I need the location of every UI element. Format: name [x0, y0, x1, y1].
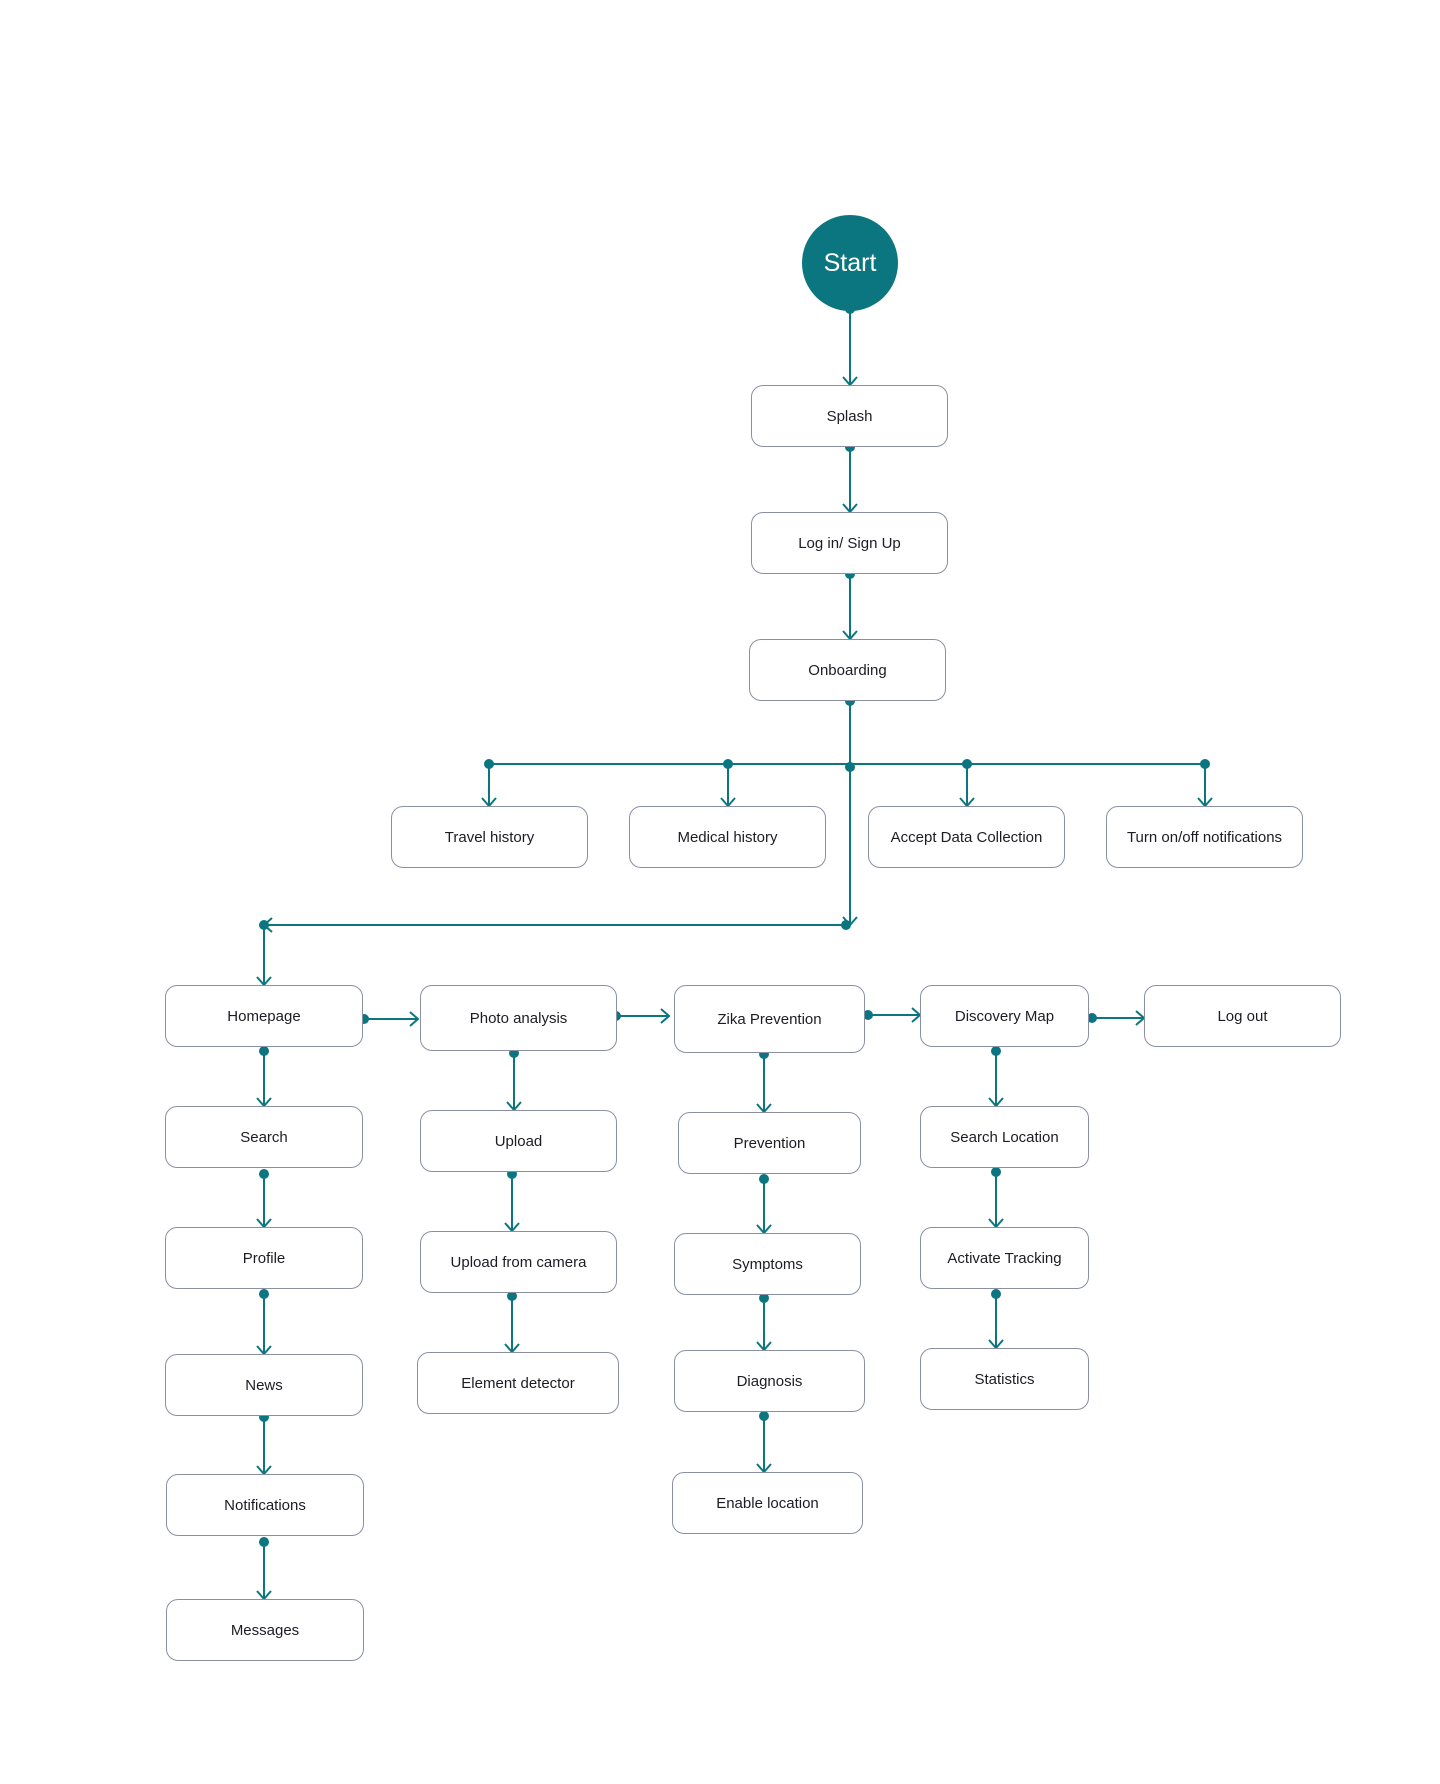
- start-label: Start: [823, 248, 877, 277]
- node-label: News: [245, 1376, 283, 1394]
- node-log-out: Log out: [1144, 985, 1341, 1047]
- arrow-head: [842, 916, 858, 927]
- node-label: Messages: [230, 1621, 300, 1639]
- node-label: Log out: [1217, 1007, 1268, 1025]
- start-node: Start: [802, 215, 898, 311]
- arrow-head: [660, 1008, 671, 1024]
- node-label: Enable location: [716, 1494, 819, 1512]
- node-activate-tracking: Activate Tracking: [920, 1227, 1089, 1289]
- node-label: Element detector: [461, 1374, 575, 1392]
- node-label: Upload: [494, 1132, 543, 1150]
- node-label: Upload from camera: [450, 1253, 587, 1271]
- node-label: Profile: [242, 1249, 286, 1267]
- node-search: Search: [165, 1106, 363, 1168]
- node-label: Search Location: [950, 1128, 1059, 1146]
- node-label: Notifications: [224, 1496, 306, 1514]
- node-medical-history: Medical history: [629, 806, 826, 868]
- node-splash: Splash: [751, 385, 948, 447]
- node-label: Splash: [826, 407, 873, 425]
- node-label: Symptoms: [732, 1255, 803, 1273]
- connector-dot: [845, 762, 855, 772]
- node-label: Homepage: [227, 1007, 301, 1025]
- node-label: Diagnosis: [736, 1372, 803, 1390]
- node-homepage: Homepage: [165, 985, 363, 1047]
- node-messages: Messages: [166, 1599, 364, 1661]
- node-label: Zika Prevention: [717, 1010, 822, 1028]
- node-label: Photo analysis: [469, 1009, 568, 1027]
- node-login: Log in/ Sign Up: [751, 512, 948, 574]
- node-discovery-map: Discovery Map: [920, 985, 1089, 1047]
- node-label: Search: [240, 1128, 288, 1146]
- node-enable-location: Enable location: [672, 1472, 863, 1534]
- node-label: Turn on/off notifications: [1126, 828, 1283, 846]
- node-element-detector: Element detector: [417, 1352, 619, 1414]
- node-label: Log in/ Sign Up: [798, 534, 901, 552]
- node-upload: Upload: [420, 1110, 617, 1172]
- node-label: Accept Data Collection: [890, 828, 1043, 846]
- node-profile: Profile: [165, 1227, 363, 1289]
- node-photo-analysis: Photo analysis: [420, 985, 617, 1051]
- node-label: Travel history: [444, 828, 535, 846]
- node-onboarding: Onboarding: [749, 639, 946, 701]
- node-travel-history: Travel history: [391, 806, 588, 868]
- node-label: Prevention: [733, 1134, 806, 1152]
- node-zika-prevention: Zika Prevention: [674, 985, 865, 1053]
- node-notifications: Notifications: [166, 1474, 364, 1536]
- node-symptoms: Symptoms: [674, 1233, 861, 1295]
- node-accept-data-collection: Accept Data Collection: [868, 806, 1065, 868]
- node-label: Medical history: [677, 828, 778, 846]
- node-statistics: Statistics: [920, 1348, 1089, 1410]
- node-label: Activate Tracking: [947, 1249, 1062, 1267]
- node-label: Onboarding: [808, 661, 887, 679]
- node-prevention: Prevention: [678, 1112, 861, 1174]
- node-news: News: [165, 1354, 363, 1416]
- node-label: Statistics: [974, 1370, 1035, 1388]
- node-upload-from-camera: Upload from camera: [420, 1231, 617, 1293]
- arrow-head: [409, 1011, 420, 1027]
- node-label: Discovery Map: [954, 1007, 1055, 1025]
- node-notifications-toggle: Turn on/off notifications: [1106, 806, 1303, 868]
- node-diagnosis: Diagnosis: [674, 1350, 865, 1412]
- node-search-location: Search Location: [920, 1106, 1089, 1168]
